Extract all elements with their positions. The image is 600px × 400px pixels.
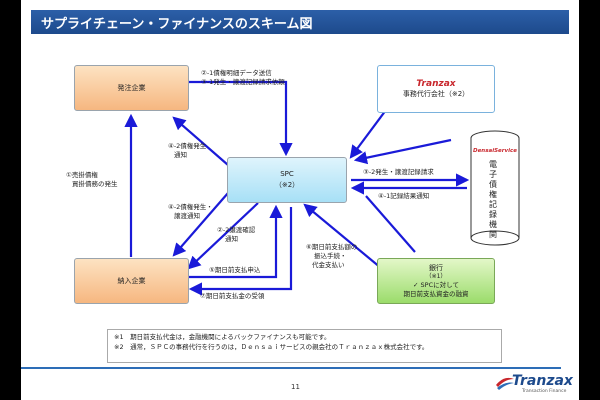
label-3-1: ③-1発生・譲渡記録請求依頼: [201, 78, 285, 86]
buyer-box: 発注企業: [74, 65, 189, 111]
bank-line1: ✓ SPCに対して: [413, 280, 459, 289]
label-2-2-line2: 通知: [225, 235, 238, 243]
spc-label: SPC: [280, 170, 294, 178]
label-5: ⑤期日前支払申込: [209, 266, 261, 274]
brand-logo: Tranzax Transaction Finance: [494, 373, 574, 397]
arrow-2-1: [189, 80, 293, 157]
spc-note: （※2）: [274, 181, 300, 189]
buyer-label: 発注企業: [117, 83, 146, 92]
label-4-2b-line1: ④-2債権発生・: [168, 203, 213, 211]
slide-title: サプライチェーン・ファイナンスのスキーム図: [41, 17, 313, 32]
slide: サプライチェーン・ファイナンスのスキーム図: [21, 0, 579, 400]
arrow-7: [188, 207, 293, 296]
bank-line2: 期日前支払資金の融資: [403, 289, 469, 298]
tranzax-logo: Tranzax: [416, 78, 456, 89]
brand-tagline: Transaction Finance: [522, 389, 567, 394]
note-1: ※1 期日前支払代金は，金融機関によるバックファイナンスも可能です。: [114, 333, 331, 341]
arrow-4-2b: [172, 192, 229, 257]
label-2-1: ②-1債権明細データ送信: [201, 69, 272, 77]
label-4-2b-line2: 譲渡通知: [174, 212, 200, 220]
arrow-registry: [353, 138, 452, 165]
flow-arrows: [124, 80, 470, 296]
label-6-line1: ⑥期日前支払額の: [306, 243, 358, 251]
arrow-registry-bank: [365, 195, 416, 253]
page-number: 11: [291, 383, 300, 391]
label-1-line1: ①売掛債権: [66, 171, 98, 179]
bank-box: 銀行 （※1） ✓ SPCに対して 期日前支払資金の融資: [377, 258, 495, 304]
arrow-agent: [349, 109, 387, 159]
footer-line: [21, 367, 561, 369]
brand-name: Tranzax: [512, 373, 573, 389]
label-4-2a-line2: 通知: [174, 151, 187, 159]
brand-swoosh-icon: [496, 377, 514, 390]
arrow-2-2: [187, 202, 259, 270]
registry-cylinder: DensaiService 電子債権記録機関: [469, 130, 521, 246]
agent-label: 事務代行会社（※2）: [402, 89, 470, 98]
title-bar: サプライチェーン・ファイナンスのスキーム図: [31, 10, 569, 34]
bank-note: （※1）: [425, 272, 447, 280]
note-2: ※2 通常，ＳＰＣの事務代行を行うのは，Ｄｅｎｓａｉサービスの親会社のＴｒａｎｚ…: [114, 343, 429, 351]
notes-box: ※1 期日前支払代金は，金融機関によるバックファイナンスも可能です。 ※2 通常…: [107, 329, 502, 363]
registry-label: 電子債権記録機関: [489, 160, 497, 239]
label-3-2: ③-2発生・譲渡記録請求: [363, 168, 434, 176]
spc-box: SPC （※2）: [227, 157, 347, 203]
label-4-2a-line1: ④-2債権発生: [168, 142, 207, 150]
supplier-label: 納入企業: [117, 276, 146, 285]
arrow-5: [189, 204, 283, 279]
bank-label: 銀行: [429, 263, 443, 272]
arrow-6: [303, 203, 382, 269]
label-2-2-line1: ②-2譲渡確認: [217, 226, 256, 234]
label-6-line3: 代金支払い: [312, 261, 345, 269]
densai-logo: DensaiService: [473, 148, 517, 154]
agent-box: Tranzax 事務代行会社（※2）: [377, 65, 495, 113]
supplier-box: 納入企業: [74, 258, 189, 304]
label-4-1: ④-1記録結果通知: [378, 192, 430, 200]
label-1-line2: 買掛債務の発生: [72, 180, 118, 188]
arrow-4-2a: [172, 116, 229, 166]
label-6-line2: 振込手続・: [314, 252, 347, 260]
label-7: ⑦期日前支払金の受領: [200, 292, 265, 300]
